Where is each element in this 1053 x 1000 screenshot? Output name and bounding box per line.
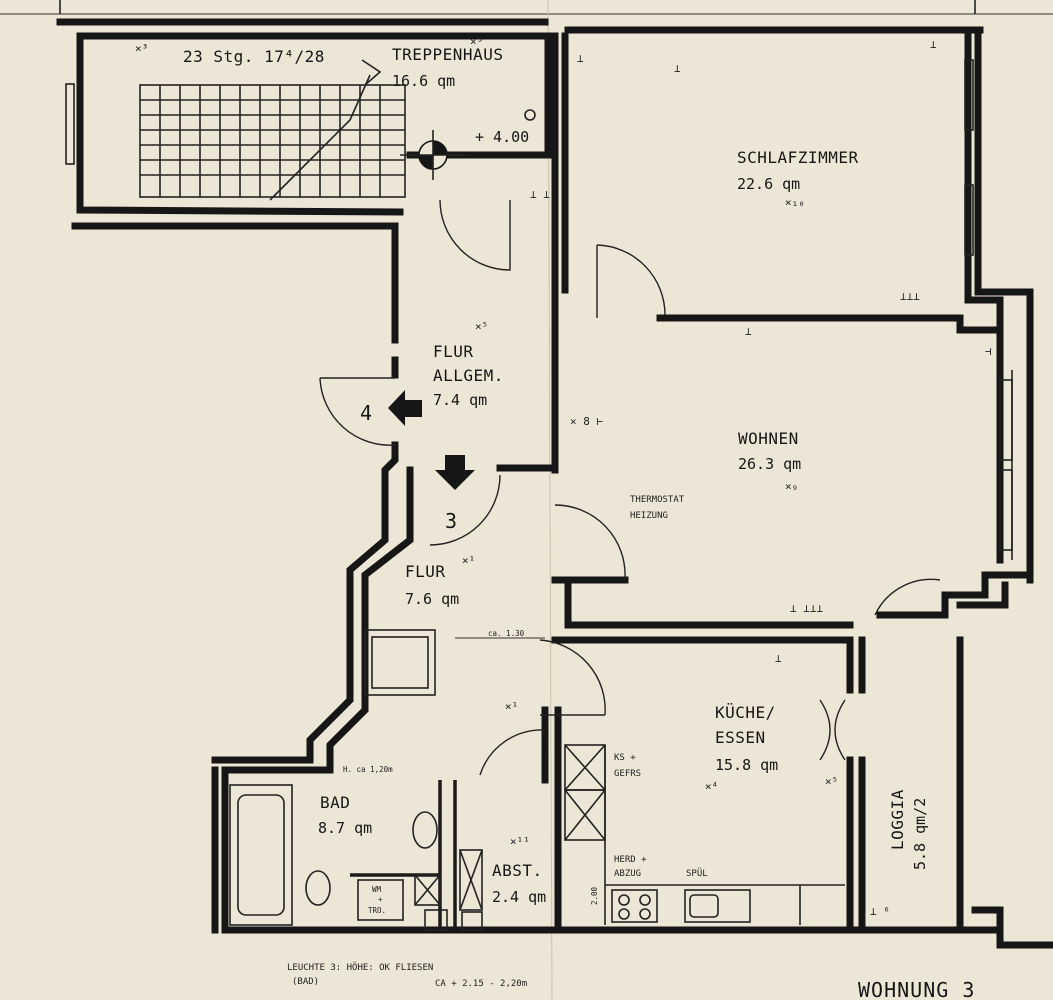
room-loggia-name: LOGGIA [888,789,907,850]
washbasin-icon [412,811,438,849]
footer-note-2: (BAD) [292,977,319,987]
bathroom-fixtures [229,629,483,931]
svg-text:⊥: ⊥ [745,325,752,338]
stove-icon [611,889,658,923]
sink-icon [684,889,751,923]
svg-text:× 8 ⊢: × 8 ⊢ [570,415,603,428]
stairs-label: 23 Stg. 17⁴/28 [183,47,325,66]
wm-label-1: WM [372,885,382,894]
room-kueche-name-2: ESSEN [715,728,766,747]
room-schlafzimmer-area: 22.6 qm [737,175,800,193]
svg-text:⊥: ⊥ [674,62,681,75]
shaft-icon [364,629,436,696]
electrical-marks: ×³ ×³ ×⁵ × 8 ⊢ ×¹ ×₁₀ ×₉ ×¹ ×⁴ ×¹¹ ×⁵ ⊥ … [135,35,992,918]
svg-text:×⁴: ×⁴ [705,780,718,793]
dimension-130: ca. 1.30 [488,629,525,638]
ks-label-1: KS + [614,753,636,763]
walls [56,18,1053,949]
svg-text:×¹: ×¹ [462,554,475,567]
svg-text:⊥ ⊥: ⊥ ⊥ [530,188,550,201]
svg-text:×¹¹: ×¹¹ [510,835,530,848]
svg-text:⊥: ⊥ [930,38,937,51]
room-loggia-area: 5.8 qm/2 [911,798,929,870]
room-flur-name: FLUR [405,562,446,581]
svg-text:×¹: ×¹ [505,700,518,713]
footer-note-1: LEUCHTE 3: HÖHE: OK FLIESEN [287,962,433,973]
room-bad-name: BAD [320,793,350,812]
room-flur-allgem-name-1: FLUR [433,342,474,361]
svg-text:×⁵: ×⁵ [475,320,488,333]
level-marker-icon [400,130,470,180]
room-treppenhaus-name: TREPPENHAUS [392,45,503,64]
dim-200: 2.00 [590,886,599,905]
level-mark: + 4.00 [475,128,529,146]
room-flur-allgem-area: 7.4 qm [433,391,487,409]
room-wohnen-name: WOHNEN [738,429,799,448]
entry-number-4: 4 [360,401,372,425]
svg-text:×³: ×³ [135,42,148,55]
staircase [139,59,406,201]
arrow-down-icon [435,455,475,490]
kitchen-fixtures [564,744,845,925]
room-flur-area: 7.6 qm [405,590,459,608]
wm-label-3: TRO. [368,906,386,915]
windows [65,59,1013,560]
arrow-left-icon [388,390,422,426]
toilet-icon [305,870,331,906]
svg-text:⊥ ⁶: ⊥ ⁶ [870,905,890,918]
svg-text:⊥ ⊥⊥⊥: ⊥ ⊥⊥⊥ [790,602,823,615]
room-abst-name: ABST. [492,861,543,880]
svg-text:⊥: ⊥ [577,52,584,65]
room-kueche-name-1: KÜCHE/ [715,703,776,722]
svg-text:×⁵: ×⁵ [825,775,838,788]
annotations: 4 3 THERMOSTAT HEIZUNG ca. 1.30 KS + GEF… [343,401,708,915]
doors [319,199,941,776]
room-kueche-area: 15.8 qm [715,756,778,774]
room-labels: 23 Stg. 17⁴/28 TREPPENHAUS 16.6 qm + 4.0… [183,45,929,906]
bad-height-label: H. ca 1,20m [343,765,393,774]
svg-text:×₉: ×₉ [785,480,798,493]
svg-text:⊥: ⊥ [775,652,782,665]
svg-text:⊥⊥⊥: ⊥⊥⊥ [900,290,920,303]
room-schlafzimmer-name: SCHLAFZIMMER [737,148,859,167]
unit-title: WOHNUNG 3 [858,978,975,1000]
room-treppenhaus-area: 16.6 qm [392,72,455,90]
entry-number-3: 3 [445,509,457,533]
room-wohnen-area: 26.3 qm [738,455,801,473]
thermostat-label-2: HEIZUNG [630,511,668,521]
room-bad-area: 8.7 qm [318,819,372,837]
svg-text:×₁₀: ×₁₀ [785,196,805,209]
room-abst-area: 2.4 qm [492,888,546,906]
spuel-label: SPÜL [686,868,708,879]
thermostat-label-1: THERMOSTAT [630,495,685,505]
room-flur-allgem-name-2: ALLGEM. [433,366,504,385]
entry-arrows [388,390,475,490]
footer-note-3: CA + 2.15 - 2,20m [435,979,527,989]
svg-text:⊣: ⊣ [985,345,992,358]
svg-text:×³: ×³ [470,35,483,48]
bathtub-icon [229,784,293,926]
herd-label-1: HERD + [614,855,647,865]
footer-notes: LEUCHTE 3: HÖHE: OK FLIESEN (BAD) CA + 2… [287,962,975,1000]
herd-label-2: ABZUG [614,869,641,879]
ks-label-2: GEFRS [614,769,641,779]
wm-label-2: + [378,895,383,904]
